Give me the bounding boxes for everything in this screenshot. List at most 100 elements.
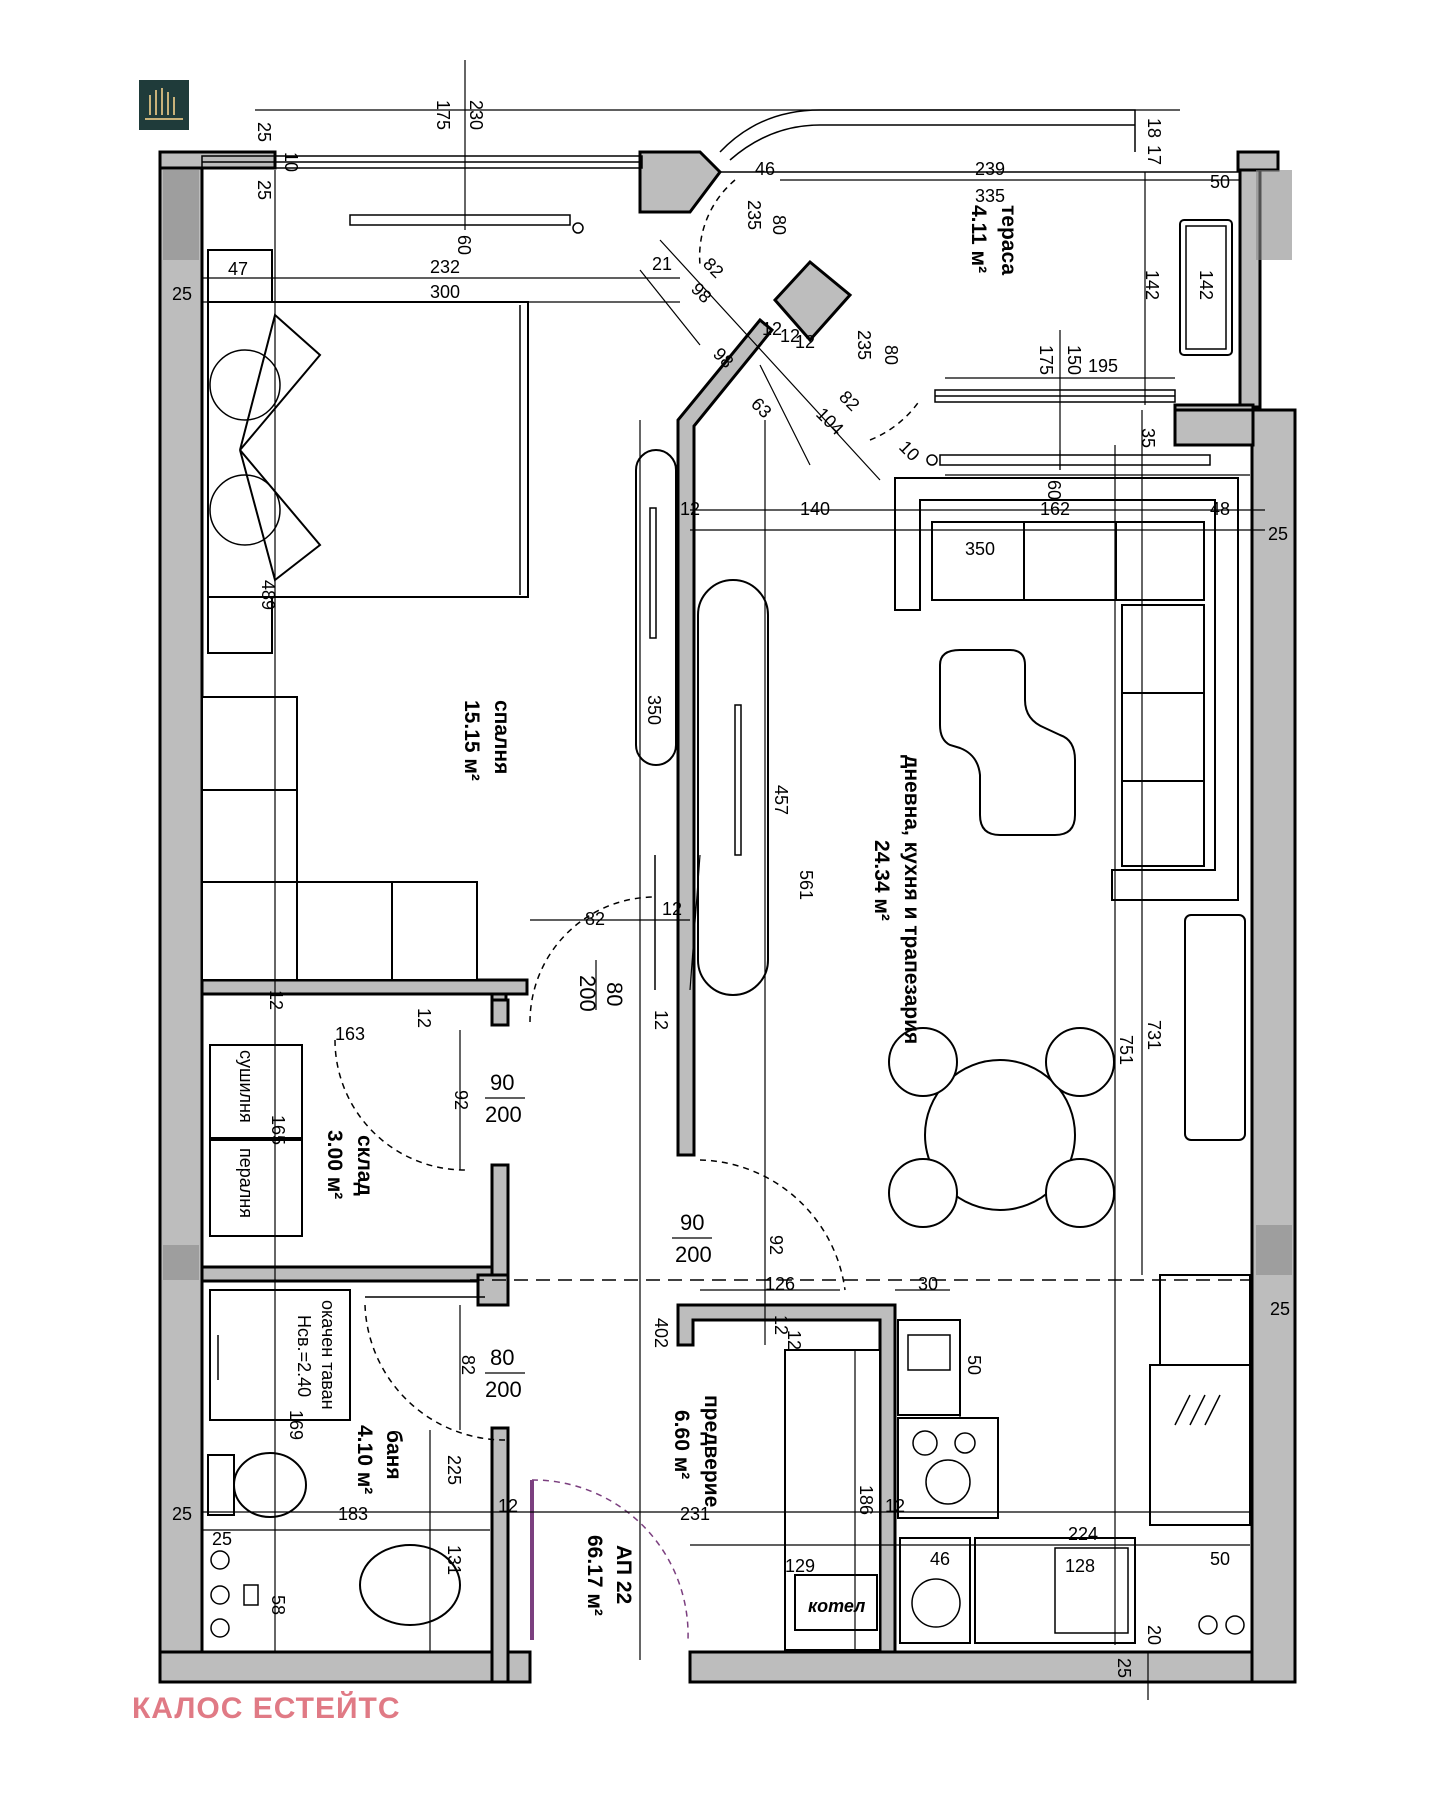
dim-label: 12	[784, 1330, 804, 1350]
dim-label: 12	[795, 332, 815, 352]
dim-label: 18	[1144, 118, 1164, 138]
dim-label: 12	[498, 1496, 518, 1516]
dryer-label: сушилня	[236, 1050, 256, 1123]
dim-label: 224	[1068, 1524, 1098, 1544]
dim-label: 92	[451, 1090, 471, 1110]
dim-label: 25	[212, 1529, 232, 1549]
dim-label: 12	[762, 319, 782, 339]
dim-label: 25	[172, 1504, 192, 1524]
dim-label: 335	[975, 186, 1005, 206]
dim-label: 12	[414, 1008, 434, 1028]
dim-label: 48	[1210, 499, 1230, 519]
dim-label: 63	[747, 394, 775, 422]
windows	[201, 109, 1240, 466]
bedroom-name: спалня	[490, 700, 513, 774]
dim-label: 104	[812, 404, 847, 439]
bath-door-height: 200	[485, 1377, 522, 1402]
dim-label: 457	[771, 785, 791, 815]
dim-label: 30	[918, 1274, 938, 1294]
dim-label: 175	[433, 100, 453, 130]
dim-label: 489	[258, 580, 278, 610]
terrace-area: 4.11 м²	[967, 205, 990, 273]
dim-label: 50	[1210, 172, 1230, 192]
dim-label: 12	[771, 1315, 791, 1335]
dim-label: 12	[680, 499, 700, 519]
ceiling-label-1: окачен таван	[318, 1300, 338, 1410]
storage-area: 3.00 м²	[323, 1130, 346, 1199]
dim-label: 21	[652, 254, 672, 274]
dim-label: 350	[644, 695, 664, 725]
dim-label: 10	[281, 152, 301, 172]
dim-label: 60	[1044, 480, 1064, 500]
ceiling-label-2: Нсв.=2.40	[294, 1315, 314, 1397]
dim-label: 12	[651, 1010, 671, 1030]
terrace-furniture	[1179, 219, 1233, 356]
dim-label: 225	[444, 1455, 464, 1485]
dim-label: 142	[1142, 270, 1162, 300]
dim-label: 46	[930, 1549, 950, 1569]
dim-label: 402	[651, 1318, 671, 1348]
dim-label: 131	[444, 1545, 464, 1575]
door-labels: 90 200 80 200 90 200 80 200	[485, 960, 712, 1402]
dim-label: 128	[1065, 1556, 1095, 1576]
dim-label: 186	[856, 1485, 876, 1515]
dim-label: 25	[1270, 1299, 1290, 1319]
dim-label: 25	[1268, 524, 1288, 544]
dim-label: 129	[785, 1556, 815, 1576]
dim-label: 751	[1116, 1035, 1136, 1065]
dim-label: 47	[228, 259, 248, 279]
bath-door-width: 80	[490, 1345, 514, 1370]
door-swings	[334, 179, 921, 1641]
logo	[139, 80, 189, 130]
dim-label: 92	[766, 1235, 786, 1255]
bedroom-door-height: 200	[575, 975, 600, 1012]
terrace-name: тераса	[997, 205, 1020, 275]
dim-label: 230	[466, 100, 486, 130]
dim-label: 25	[172, 284, 192, 304]
dim-label: 142	[1196, 270, 1216, 300]
dim-label: 300	[430, 282, 460, 302]
dim-label: 12	[266, 990, 286, 1010]
dim-label: 235	[854, 330, 874, 360]
bedroom-area: 15.15 м²	[460, 700, 483, 781]
dim-label: 561	[796, 870, 816, 900]
bathroom-name: баня	[382, 1430, 405, 1480]
dim-label: 98	[687, 279, 715, 307]
dim-label: 235	[744, 200, 764, 230]
dim-label: 10	[895, 437, 923, 465]
dimension-lines	[202, 60, 1265, 1700]
dim-label: 20	[1144, 1625, 1164, 1645]
washer-label: пералня	[236, 1148, 256, 1218]
dim-label: 60	[454, 235, 474, 255]
bathroom-area: 4.10 м²	[353, 1425, 376, 1494]
dim-label: 150	[1064, 345, 1084, 375]
dim-label: 25	[1114, 1658, 1134, 1678]
dim-label: 12	[780, 326, 800, 346]
dim-label: 50	[964, 1355, 984, 1375]
bedroom-door-width: 80	[602, 982, 627, 1006]
dim-label: 731	[1144, 1020, 1164, 1050]
dim-label: 58	[268, 1595, 288, 1615]
living-furniture	[635, 449, 1246, 1228]
dim-label: 175	[1036, 345, 1056, 375]
bedroom-furniture	[201, 249, 529, 981]
dim-label: 12	[662, 899, 682, 919]
dim-label: 183	[338, 1504, 368, 1524]
apartment-label: АП 22	[612, 1545, 635, 1604]
dim-label: 165	[268, 1115, 288, 1145]
storage-furniture	[209, 1044, 303, 1237]
dim-label: 80	[881, 345, 901, 365]
dim-label: 25	[254, 180, 274, 200]
dim-label: 239	[975, 159, 1005, 179]
living-door-height: 200	[675, 1242, 712, 1267]
storage-door-height: 200	[485, 1102, 522, 1127]
dim-label: 169	[286, 1410, 306, 1440]
dim-label: 82	[458, 1355, 478, 1375]
dim-label: 82	[699, 254, 727, 282]
apartment-area: 66.17 м²	[583, 1535, 606, 1616]
dim-label: 12	[885, 1496, 905, 1516]
living-door-width: 90	[680, 1210, 704, 1235]
bathroom-fixtures	[207, 1289, 461, 1638]
storage-door-width: 90	[490, 1070, 514, 1095]
